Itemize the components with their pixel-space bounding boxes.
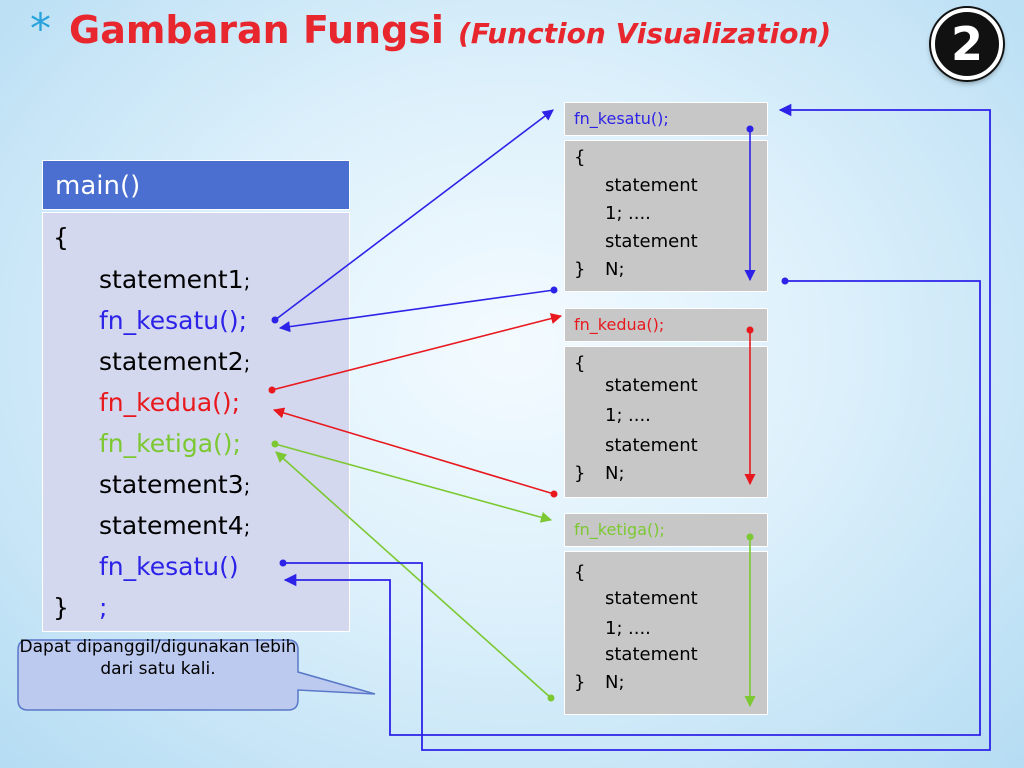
callout-text: Dapat dipanggil/digunakan lebih dari sat… (19, 637, 297, 679)
fn-statement-a: statement (605, 375, 698, 396)
fn-open-brace: { (574, 147, 586, 168)
arrow-flow-kedua (744, 326, 756, 486)
main-body: { statement1; fn_kesatu(); statement2; f… (42, 212, 350, 632)
main-function-box: main() { statement1; fn_kesatu(); statem… (42, 160, 350, 632)
fn-kedua-box: fn_kedua(); { statement 1; .... statemen… (564, 308, 768, 498)
fn-statement-a: statement (605, 588, 698, 609)
title-main: Gambaran Fungsi (69, 8, 444, 52)
main-line-call-kesatu: fn_kesatu(); (99, 306, 248, 335)
main-line: statement1; (99, 265, 251, 294)
fn-close-brace: } (574, 259, 586, 280)
fn-kesatu-box: fn_kesatu(); { statement 1; .... stateme… (564, 102, 768, 292)
fn-ketiga-header: fn_ketiga(); (564, 513, 768, 547)
fn-statement-b-num: N; (605, 259, 625, 280)
main-line: statement2; (99, 347, 251, 376)
arrow-return-ketiga (275, 451, 555, 702)
fn-close-brace: } (574, 672, 586, 693)
fn-close-brace: } (574, 463, 586, 484)
main-line: statement4; (99, 511, 251, 540)
fn-dots: .... (628, 405, 651, 426)
fn-statement-a-num: 1; (605, 203, 623, 224)
fn-ketiga-box: fn_ketiga(); { statement 1; .... stateme… (564, 513, 768, 715)
fn-statement-a: statement (605, 175, 698, 196)
fn-dots: .... (628, 203, 651, 224)
fn-kedua-header: fn_kedua(); (564, 308, 768, 342)
fn-statement-b: statement (605, 231, 698, 252)
arrow-return-kedua (272, 407, 558, 498)
arrow-call-kesatu (271, 109, 554, 324)
main-close-brace: } (53, 593, 69, 622)
fn-statement-b-num: N; (605, 463, 625, 484)
main-line-semicolon: ; (99, 593, 108, 622)
fn-statement-b: statement (605, 435, 698, 456)
arrow-return-kesatu (278, 286, 558, 333)
title-bullet: * (30, 4, 51, 53)
fn-dots: .... (628, 618, 651, 639)
slide-number-badge: 2 (931, 8, 1003, 80)
fn-ketiga-body: { statement 1; .... statement } N; (564, 551, 768, 715)
fn-kedua-body: { statement 1; .... statement } N; (564, 346, 768, 498)
callout-bubble (17, 639, 376, 711)
main-line-call-kedua: fn_kedua(); (99, 388, 241, 417)
arrow-call-ketiga (271, 440, 553, 523)
fn-kesatu-header: fn_kesatu(); (564, 102, 768, 136)
arrow-call-kedua (268, 313, 563, 394)
fn-statement-b-num: N; (605, 672, 625, 693)
fn-statement-b: statement (605, 644, 698, 665)
fn-kesatu-body: { statement 1; .... statement } N; (564, 140, 768, 292)
main-open-brace: { (53, 223, 69, 252)
title-subtitle: (Function Visualization) (457, 17, 832, 50)
arrow-flow-kesatu (744, 125, 756, 282)
arrow-second-return-kesatu (283, 277, 981, 736)
fn-open-brace: { (574, 353, 586, 374)
main-line-call-kesatu-again: fn_kesatu() (99, 552, 239, 581)
arrow-second-call-kesatu (279, 103, 991, 751)
fn-open-brace: { (574, 562, 586, 583)
main-line: statement3; (99, 470, 251, 499)
main-line-call-ketiga: fn_ketiga(); (99, 429, 241, 458)
fn-statement-a-num: 1; (605, 618, 623, 639)
fn-statement-a-num: 1; (605, 405, 623, 426)
arrow-flow-ketiga (744, 533, 756, 708)
slide-title: * Gambaran Fungsi (Function Visualizatio… (30, 4, 831, 60)
main-header: main() (42, 160, 350, 210)
